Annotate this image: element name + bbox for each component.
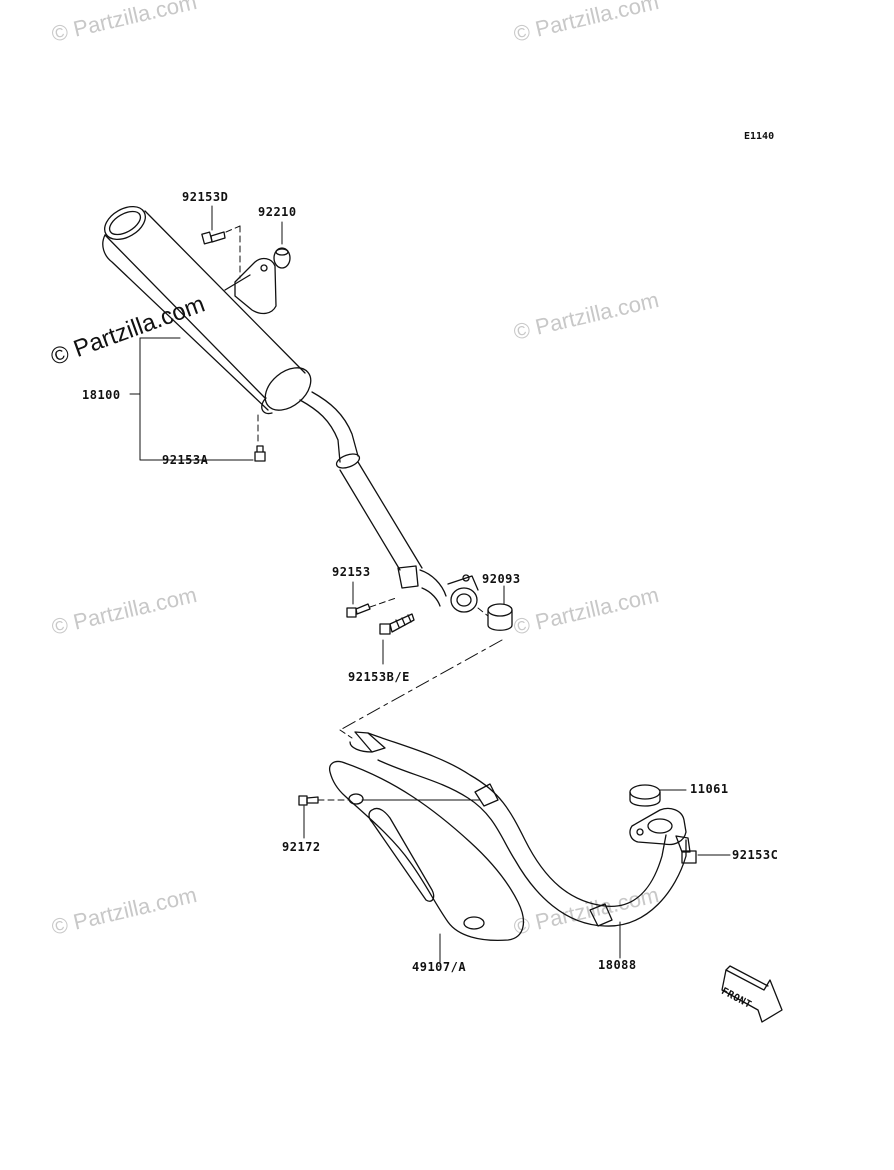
bolt-92153C	[676, 836, 696, 863]
part-label-11061[interactable]: 11061	[690, 782, 729, 796]
front-arrow-icon	[722, 966, 782, 1022]
part-label-49107A[interactable]: 49107/A	[412, 960, 467, 974]
part-label-18088[interactable]: 18088	[598, 958, 637, 972]
part-label-92172[interactable]: 92172	[282, 840, 321, 854]
bolt-92153	[347, 604, 370, 617]
nut-92210	[274, 248, 290, 268]
heat-guard-part	[330, 761, 524, 940]
bolt-92153A	[255, 446, 265, 461]
part-label-92153[interactable]: 92153	[332, 565, 371, 579]
header-pipe-part	[350, 732, 686, 926]
part-label-92153C[interactable]: 92153C	[732, 848, 779, 862]
gasket-92093	[488, 604, 512, 630]
diagram-code: E1140	[744, 131, 775, 142]
part-label-92153BE[interactable]: 92153B/E	[348, 670, 410, 684]
part-label-92153D[interactable]: 92153D	[182, 190, 229, 204]
part-label-18100[interactable]: 18100	[82, 388, 121, 402]
muffler-part	[99, 200, 478, 612]
bolt-92153D	[202, 232, 225, 244]
bolt-92172	[299, 796, 318, 805]
gasket-11061	[630, 785, 660, 806]
part-label-92210[interactable]: 92210	[258, 205, 297, 219]
part-label-92093[interactable]: 92093	[482, 572, 521, 586]
bolt-92153BE	[380, 614, 414, 634]
part-label-92153A[interactable]: 92153A	[162, 453, 209, 467]
